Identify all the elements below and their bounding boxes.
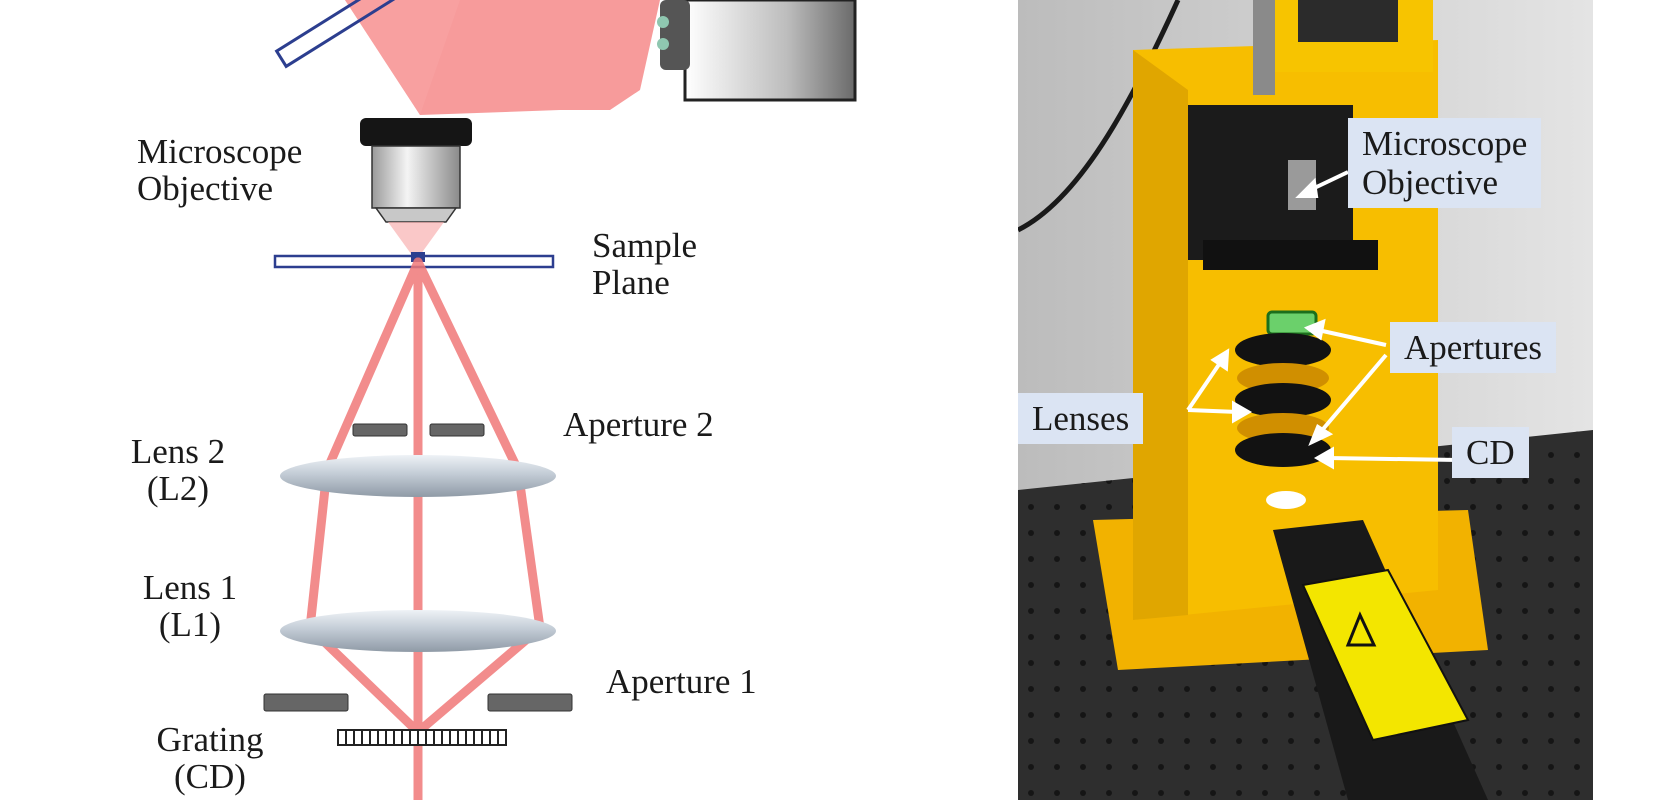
callout-microscope-objective: Microscope Objective xyxy=(1348,118,1542,209)
callout-line: Objective xyxy=(1362,163,1499,203)
label-line: Objective xyxy=(137,168,274,208)
callout-line: Microscope xyxy=(1362,124,1528,163)
device-photo: Microscope Objective Apertures Lenses CD xyxy=(1018,0,1593,800)
camera xyxy=(657,0,857,102)
microscope-objective xyxy=(360,118,472,223)
label-line: Plane xyxy=(592,262,670,302)
beam-splitter xyxy=(274,0,416,69)
label-line: (CD) xyxy=(174,756,246,796)
label-line: Grating xyxy=(156,720,264,759)
callout-lenses: Lenses xyxy=(1018,393,1144,445)
aperture-2 xyxy=(352,423,485,437)
callout-cd: CD xyxy=(1452,427,1529,479)
aperture-1 xyxy=(263,693,573,712)
grating xyxy=(337,729,507,746)
lens-1 xyxy=(280,610,556,652)
label-aperture-2: Aperture 2 xyxy=(563,405,714,444)
lower-beams xyxy=(305,257,545,800)
label-grating: Grating (CD) xyxy=(140,720,280,796)
label-lens-2: Lens 2 (L2) xyxy=(118,432,238,508)
upper-beam-cone xyxy=(345,0,660,115)
label-aperture-1: Aperture 1 xyxy=(606,662,757,701)
label-line: (L2) xyxy=(146,468,210,508)
focus-cone xyxy=(388,222,444,258)
label-line: Lens 2 xyxy=(130,432,226,471)
label-microscope-objective: Microscope Objective xyxy=(137,132,303,208)
label-lens-1: Lens 1 (L1) xyxy=(130,568,250,644)
callout-apertures: Apertures xyxy=(1390,322,1557,374)
lens-2 xyxy=(280,455,556,497)
optical-path-diagram xyxy=(263,0,857,800)
label-line: Microscope xyxy=(137,132,303,171)
label-line: (L1) xyxy=(158,604,222,644)
label-line: Sample xyxy=(592,226,697,265)
label-line: Lens 1 xyxy=(142,568,238,607)
label-sample-plane: Sample Plane xyxy=(592,226,697,302)
